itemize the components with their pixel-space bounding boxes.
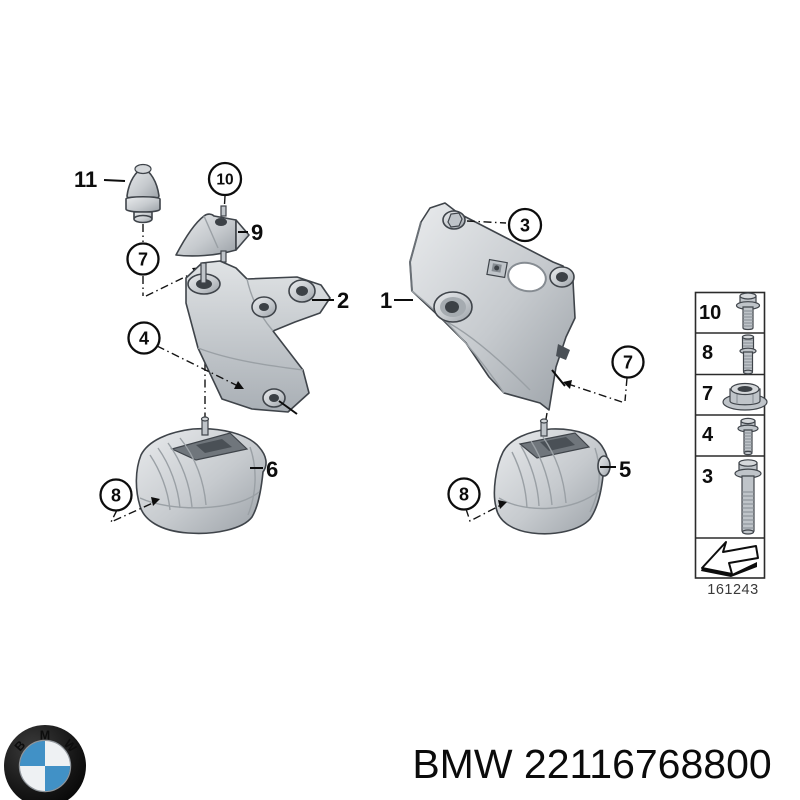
legend-number-8: 8 [702, 342, 713, 364]
image-code: 161243 [707, 582, 758, 598]
bmw-logo: B M W [4, 725, 86, 800]
label-2: 2 [337, 288, 349, 313]
part-2-bracket [185, 260, 331, 415]
callout-7-left: 7 [126, 242, 160, 276]
legend-row-3: 3 [702, 459, 762, 535]
bolt-stub [551, 369, 566, 387]
legend-row-10: 10 [699, 292, 761, 331]
stud-bolt-icon [739, 334, 757, 375]
arrowhead [563, 380, 572, 389]
construction-line-3 [466, 220, 507, 224]
label-9: 9 [251, 220, 263, 245]
legend-table: 10 8 7 [694, 291, 768, 598]
construction-line-8l [109, 501, 156, 524]
construction-line-7r-b [567, 383, 623, 403]
construction-line-10 [223, 195, 226, 214]
legend-number-4: 4 [702, 424, 714, 446]
part-9-stop-bracket [175, 205, 250, 263]
callout-7-right-number: 7 [623, 353, 633, 373]
legend-number-7: 7 [702, 383, 713, 405]
callout-8-left: 8 [99, 478, 133, 512]
callout-7-left-number: 7 [138, 250, 148, 270]
hex-bolt-icon [737, 417, 759, 456]
construction-line-7r-a [624, 377, 628, 402]
leader-line-11 [103, 179, 126, 182]
long-hex-bolt-icon [734, 459, 762, 535]
callout-10: 10 [207, 161, 243, 197]
label-11: 11 [74, 167, 97, 192]
arrowhead [234, 381, 244, 389]
callout-4: 4 [127, 321, 161, 355]
callout-8-right: 8 [447, 477, 481, 511]
direction-arrow-icon [701, 541, 759, 577]
legend-row-7: 7 [702, 382, 768, 411]
construction-line-8r [465, 504, 502, 522]
callout-7-right: 7 [611, 345, 645, 379]
legend-row-8: 8 [702, 334, 757, 375]
part-11-buffer [125, 163, 161, 224]
callout-10-number: 10 [216, 172, 233, 189]
flange-nut-icon [722, 382, 768, 411]
label-1: 1 [380, 288, 392, 313]
part-6-engine-mount [135, 416, 267, 535]
callout-8-left-number: 8 [111, 486, 121, 506]
callout-4-number: 4 [139, 329, 149, 349]
legend-number-10: 10 [699, 302, 721, 324]
hex-flange-bolt-icon [735, 292, 761, 331]
bolt-stub [278, 400, 298, 415]
part-number-text: BMW 22116768800 [412, 741, 771, 787]
label-5: 5 [619, 457, 631, 482]
legend-row-4: 4 [702, 417, 759, 456]
callout-3: 3 [507, 207, 543, 243]
logo-letter-m: M [40, 729, 50, 743]
legend-number-3: 3 [702, 466, 713, 488]
part-1-bracket [408, 202, 576, 411]
callout-3-number: 3 [520, 216, 530, 236]
construction-line-7c [145, 270, 198, 297]
callout-8-right-number: 8 [459, 485, 469, 505]
label-6: 6 [266, 457, 278, 482]
arrowhead [151, 497, 160, 506]
arrowhead [498, 500, 507, 509]
part-5-engine-mount [493, 418, 611, 535]
axis-line-right [543, 412, 548, 432]
